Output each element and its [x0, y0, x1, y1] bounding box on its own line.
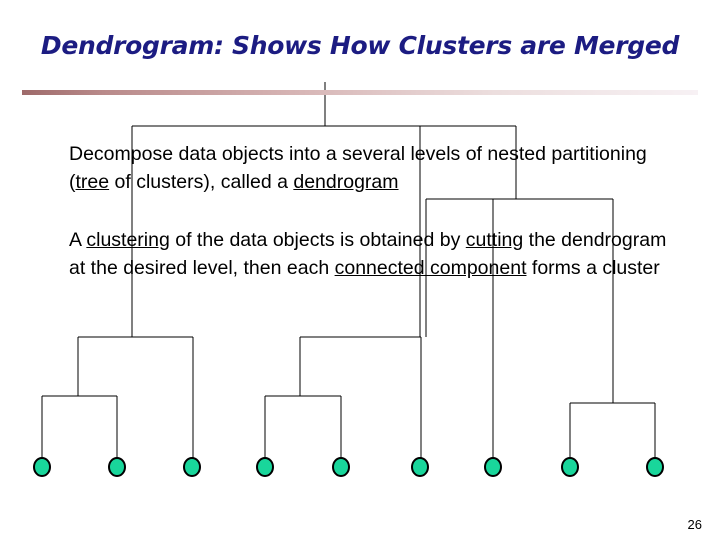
para2-segment-4: forms a cluster — [526, 257, 660, 279]
para2-underline-cutting: cutting — [465, 229, 524, 251]
page-title: Dendrogram: Shows How Clusters are Merge… — [40, 31, 680, 60]
para2-underline-connected-component: connected component — [334, 257, 527, 279]
leaf-node — [484, 457, 502, 477]
para1-segment-2: of clusters), called a — [109, 171, 294, 193]
leaf-node — [108, 457, 126, 477]
leaf-node — [183, 457, 201, 477]
para2-underline-clustering: clustering — [86, 229, 170, 251]
para1-underline-tree: tree — [75, 171, 110, 193]
para2-segment-1: A — [69, 229, 87, 251]
dendrogram-leaf-nodes — [33, 457, 664, 477]
leaf-node — [561, 457, 579, 477]
leaf-node — [646, 457, 664, 477]
para1-underline-dendrogram: dendrogram — [293, 171, 399, 193]
leaf-node — [411, 457, 429, 477]
body-paragraph-2: A clustering of the data objects is obta… — [69, 226, 669, 282]
leaf-node — [332, 457, 350, 477]
leaf-node — [33, 457, 51, 477]
para2-segment-3: the dendrogram at the desired level, the… — [69, 229, 667, 279]
para2-segment-2: of the data objects is obtained by — [169, 229, 466, 251]
body-paragraph-1: Decompose data objects into a several le… — [69, 140, 669, 196]
dendrogram-links — [41, 82, 656, 463]
leaf-node — [256, 457, 274, 477]
title-divider — [22, 90, 698, 95]
para1-segment-1: Decompose data objects into a several le… — [69, 143, 647, 193]
page-number: 26 — [687, 517, 702, 532]
